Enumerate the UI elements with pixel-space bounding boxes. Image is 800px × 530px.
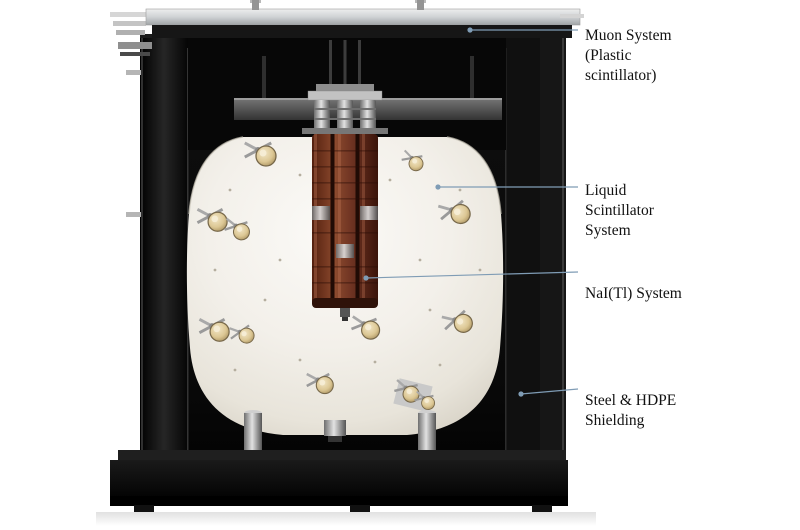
- nai-crystal-assembly: [312, 134, 378, 321]
- pmt-assemblies: [196, 140, 475, 412]
- connector-dot-steel: [518, 391, 524, 397]
- muon-system-panel: [110, 0, 584, 56]
- connector-dot-muon: [467, 27, 473, 33]
- callout-muon-label: Muon System (Plastic scintillator): [585, 27, 672, 85]
- tank-bolt-dots: [213, 173, 482, 372]
- callout-nai-system: NaI(Tl) System: [585, 264, 735, 304]
- connector-dot-nai: [363, 275, 369, 281]
- callout-liquid-label: Liquid Scintillator System: [585, 182, 654, 240]
- callout-muon-system: Muon System (Plastic scintillator): [585, 6, 735, 87]
- connector-line-nai: [365, 271, 579, 279]
- connector-dot-liquid: [435, 184, 441, 190]
- bottom-fitting: [324, 420, 346, 442]
- callout-steel-hdpe-shielding: Steel & HDPE Shielding: [585, 371, 735, 431]
- callout-liquid-scintillator: Liquid Scintillator System: [585, 161, 735, 242]
- callout-connectors: [363, 27, 579, 397]
- connector-line-steel: [520, 388, 579, 395]
- crystal-support-flanges: [302, 40, 388, 134]
- callout-nai-label: NaI(Tl) System: [585, 285, 682, 303]
- callout-steel-label: Steel & HDPE Shielding: [585, 392, 677, 430]
- base-platform: [96, 450, 596, 526]
- crystal-rings: [312, 150, 378, 284]
